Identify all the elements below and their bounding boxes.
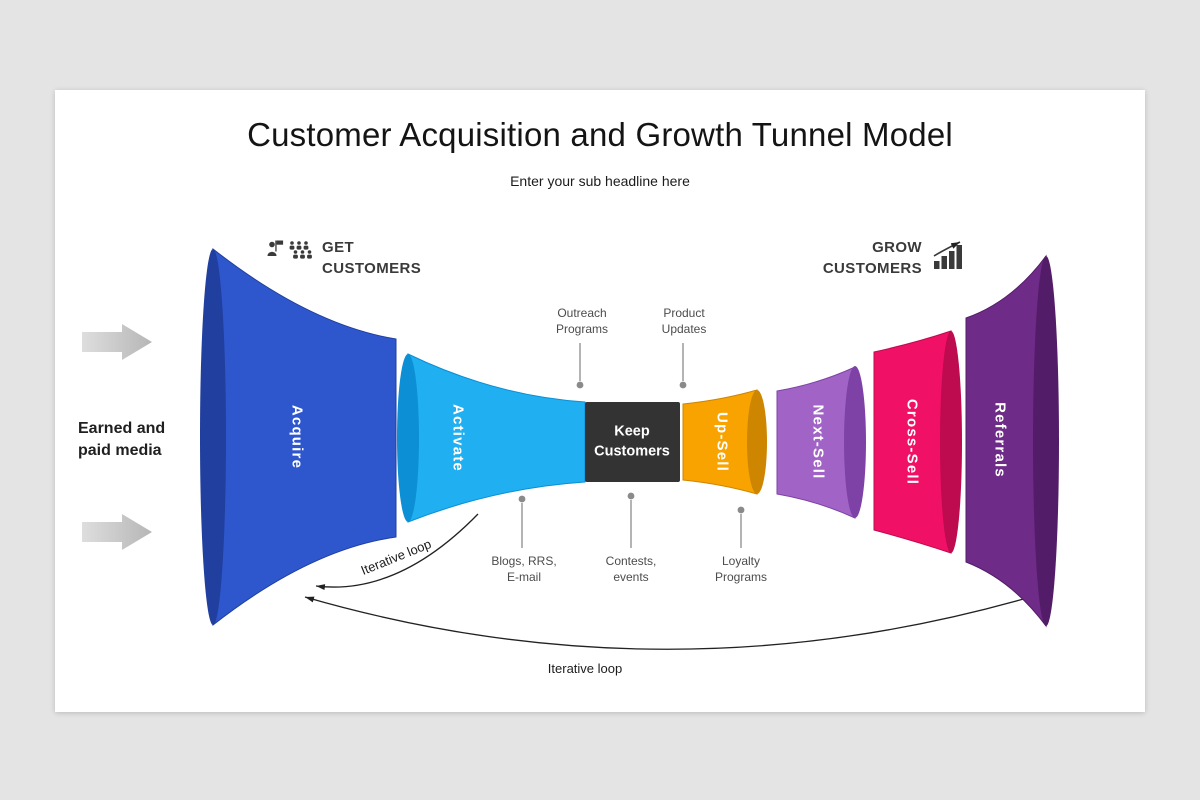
referrals-rim: [1033, 256, 1059, 626]
get-customers-label: GET CUSTOMERS: [322, 237, 421, 279]
iterative-loop-large-arc: [304, 595, 1035, 650]
media-arrow-top: [82, 324, 152, 360]
stage-activate: [397, 353, 586, 523]
get-customers-icon: [267, 240, 312, 259]
grow-customers-label: GROW CUSTOMERS: [823, 237, 922, 279]
iterative-loop-small-arc: [315, 513, 479, 591]
annotation-line: Blogs, RRS,: [491, 554, 557, 568]
earned-line1: Earned and: [78, 420, 166, 437]
get-customers-line1: GET: [322, 239, 355, 256]
earned-paid-media-label: Earned and paid media: [78, 418, 165, 463]
earned-line2: paid media: [78, 442, 162, 460]
annotation-line: E-mail: [506, 569, 542, 584]
get-customers-line2: CUSTOMERS: [322, 260, 422, 277]
stage-label-referrals: Referrals: [991, 402, 1009, 478]
stage-label-activate: Activate: [449, 404, 467, 472]
annotation-blogs-rrs-email: Blogs, RRS, E-mail: [491, 554, 556, 585]
stage-label-acquire: Acquire: [288, 404, 306, 470]
grow-customers-line2: CUSTOMERS: [822, 260, 922, 277]
stage-up-sell: [682, 389, 767, 495]
annotation-contests-events: Contests, events: [606, 554, 657, 585]
stage-label-keep-customers: Keep Customers: [594, 423, 670, 459]
page-subtitle: Enter your sub headline here: [510, 173, 690, 189]
keep-customers-box: [585, 402, 680, 482]
stage-acquire: [200, 247, 397, 627]
blogs-dot: [518, 495, 526, 503]
audience-icons: [289, 241, 312, 259]
stage-next-sell: [776, 366, 866, 519]
loyalty-dot: [737, 506, 745, 514]
annotation-product-updates: Product Updates: [662, 306, 707, 337]
annotation-line: events: [613, 569, 649, 584]
next-sell-rim: [844, 366, 866, 518]
activate-body: [407, 353, 586, 523]
stage-label-cross-sell: Cross-Sell: [903, 398, 921, 486]
stage-label-next-sell: Next-Sell: [809, 404, 827, 480]
annotation-outreach-programs: Outreach Programs: [556, 306, 608, 337]
grow-customers-icon: [933, 241, 962, 269]
annotation-line: Updates: [661, 321, 707, 336]
cross-sell-rim: [940, 331, 962, 553]
annotation-loyalty-programs: Loyalty Programs: [715, 554, 767, 585]
acquire-rim: [200, 249, 226, 625]
annotation-line: Programs: [714, 569, 768, 584]
iterative-loop-large-label: Iterative loop: [547, 661, 623, 676]
annotation-connectors: [521, 343, 742, 548]
grow-customers-line1: GROW: [872, 239, 922, 256]
acquire-body: [212, 247, 397, 627]
stage-referrals: [965, 254, 1059, 628]
annotation-line: Loyalty: [721, 554, 761, 568]
activate-rim: [397, 354, 419, 522]
product-dot: [679, 381, 687, 389]
annotation-line: Contests,: [605, 554, 657, 568]
page-title: Customer Acquisition and Growth Tunnel M…: [247, 116, 953, 153]
media-arrow-bottom: [82, 514, 152, 550]
annotation-line: Product: [663, 306, 705, 320]
stage-cross-sell: [873, 330, 962, 554]
outreach-dot: [576, 381, 584, 389]
annotation-line: Programs: [555, 321, 609, 336]
stage-label-up-sell: Up-Sell: [713, 411, 731, 473]
annotation-dots: [518, 381, 745, 514]
contests-dot: [627, 492, 635, 500]
up-sell-rim: [747, 390, 767, 494]
annotation-line: Outreach: [557, 306, 607, 320]
